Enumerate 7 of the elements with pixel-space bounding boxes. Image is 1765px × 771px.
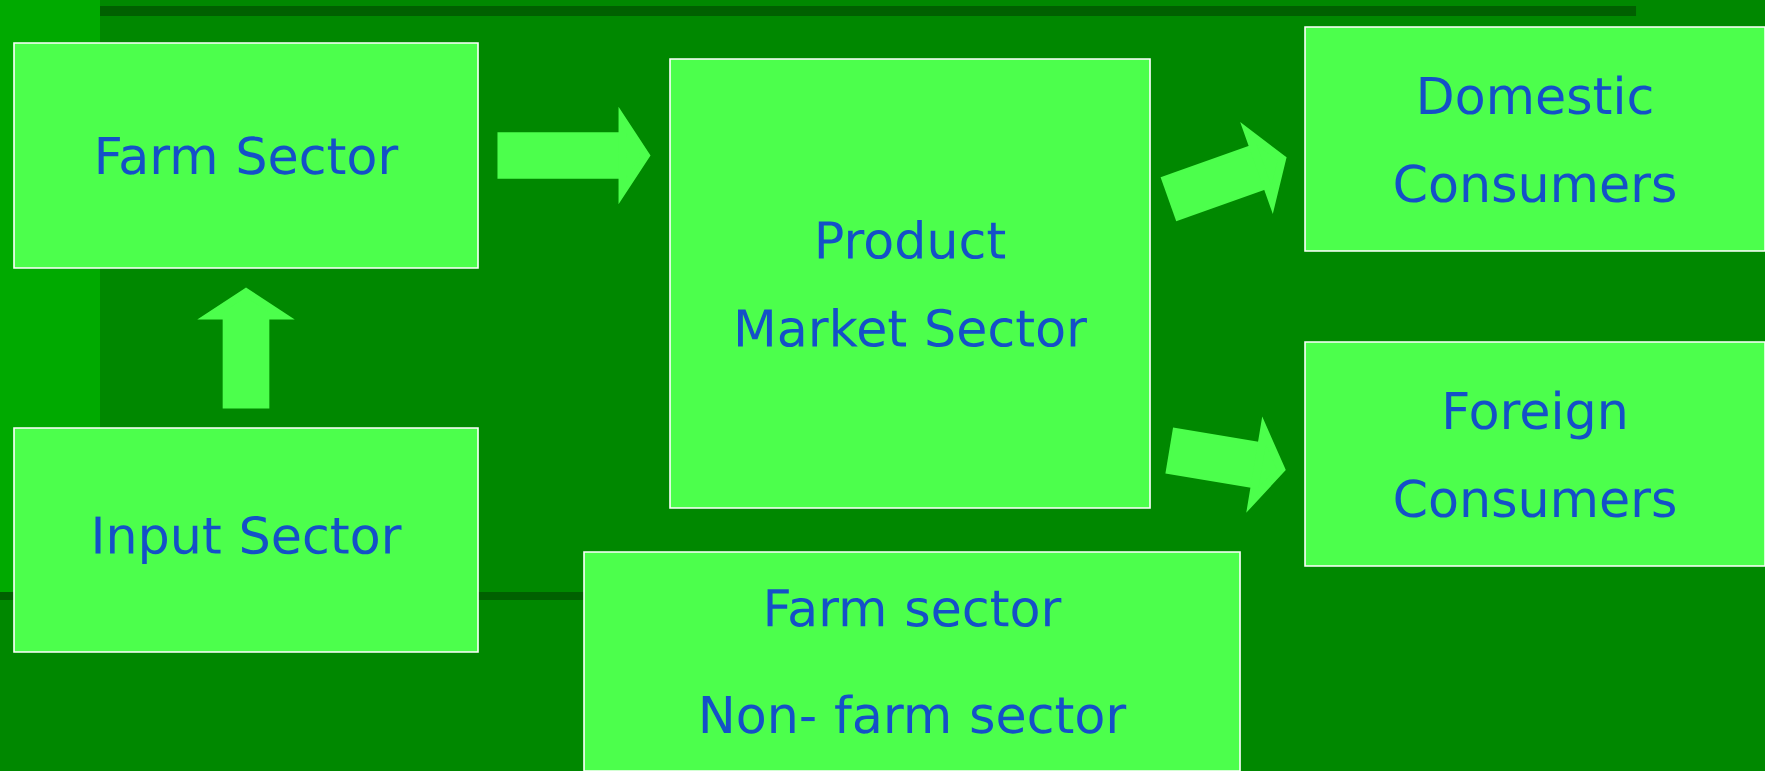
sector-box: Product Market Sector [669, 58, 1151, 509]
sector-box: Farm Sector [13, 42, 479, 269]
sector-box: Farm sector Non- farm sector [583, 551, 1241, 771]
block-arrow [1160, 122, 1287, 222]
sector-box: Input Sector [13, 427, 479, 653]
sector-box: Domestic Consumers [1304, 26, 1765, 252]
sector-box: Foreign Consumers [1304, 341, 1765, 567]
